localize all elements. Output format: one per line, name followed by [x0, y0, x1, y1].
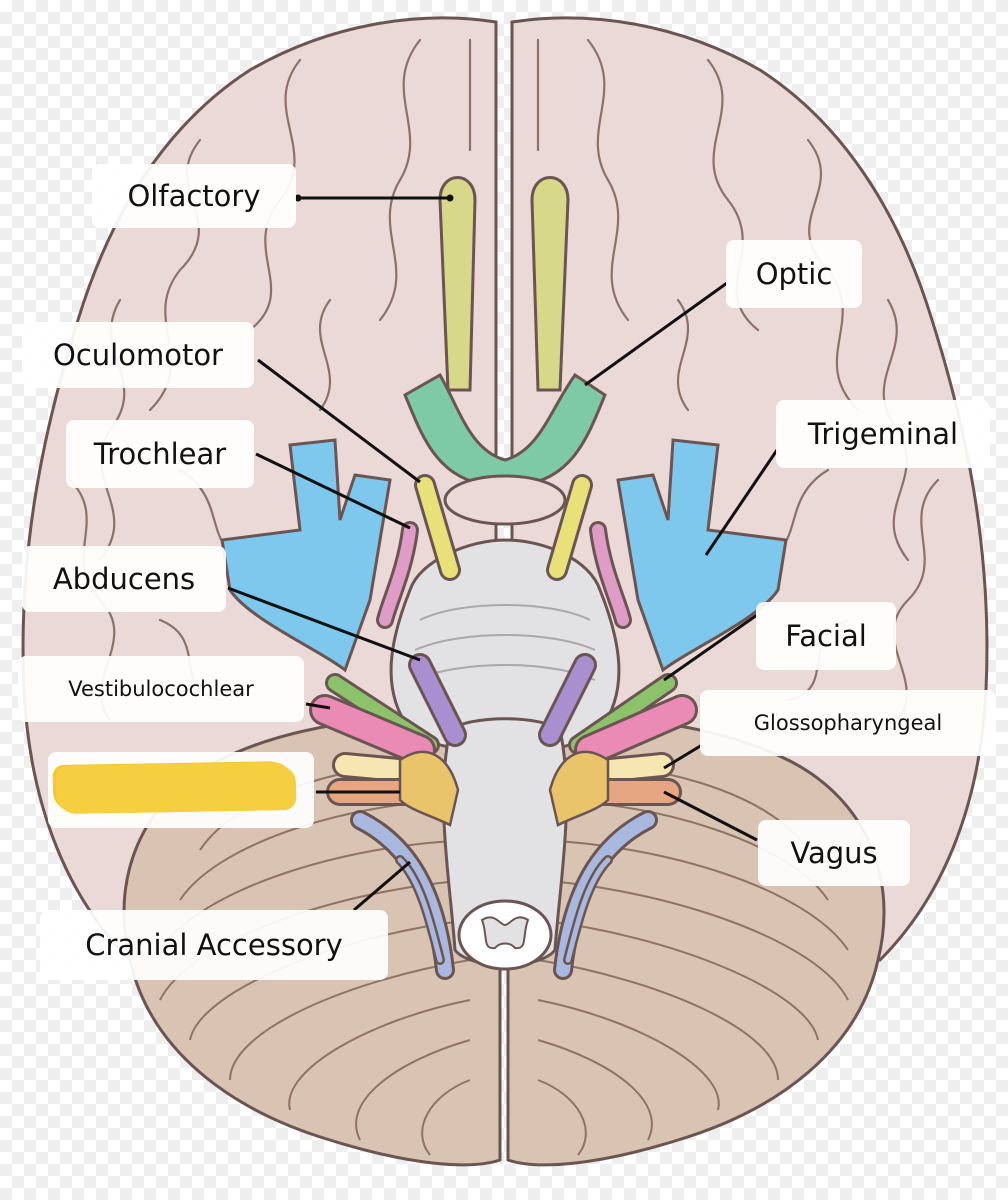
- vestibulocochlear-nerves: [309, 694, 698, 766]
- leader-dots: [294, 194, 454, 202]
- label-vestibulocochlear: Vestibulocochlear: [18, 656, 304, 722]
- olfactory-bulb-right: [530, 176, 570, 392]
- label-trochlear: Trochlear: [66, 420, 254, 488]
- yellow-highlight-mark: [55, 761, 293, 815]
- label-olfactory: Olfactory: [92, 164, 296, 228]
- leader-vagus: [663, 790, 758, 842]
- leader-lines: [227, 196, 779, 912]
- optic-chiasm: [403, 372, 607, 526]
- leader-cranial-accessory: [353, 860, 411, 912]
- leader-abducens: [227, 586, 421, 662]
- leader-trigeminal: [704, 449, 779, 556]
- leader-trochlear: [255, 452, 411, 530]
- label-optic: Optic: [726, 240, 862, 308]
- leader-facial: [663, 613, 758, 682]
- grey-matter: [480, 916, 530, 950]
- label-glossopharyngeal: Glossopharyngeal: [700, 690, 996, 756]
- olfactory-nerves: [438, 176, 570, 392]
- label-facial: Facial: [756, 602, 896, 670]
- label-oculomotor: Oculomotor: [22, 322, 254, 388]
- trochlear-nerves: [376, 521, 632, 629]
- oculomotor-nerves: [414, 474, 593, 581]
- abducens-nerves: [408, 653, 597, 747]
- redacted-label: [48, 752, 314, 828]
- label-vagus: Vagus: [758, 820, 910, 886]
- olfactory-bulb-left: [438, 176, 477, 392]
- trigeminal-right: [616, 438, 788, 673]
- cranial-accessory-nerves: [350, 810, 658, 980]
- leader-optic: [584, 281, 728, 387]
- nerve-ganglia: [398, 750, 610, 827]
- leader-oculomotor: [257, 358, 421, 484]
- label-abducens: Abducens: [22, 546, 226, 612]
- leader-vestibulocochlear: [305, 702, 331, 710]
- label-cranial-accessory: Cranial Accessory: [40, 910, 388, 980]
- leader-glossopharyngeal: [663, 743, 703, 770]
- label-trigeminal: Trigeminal: [776, 400, 990, 468]
